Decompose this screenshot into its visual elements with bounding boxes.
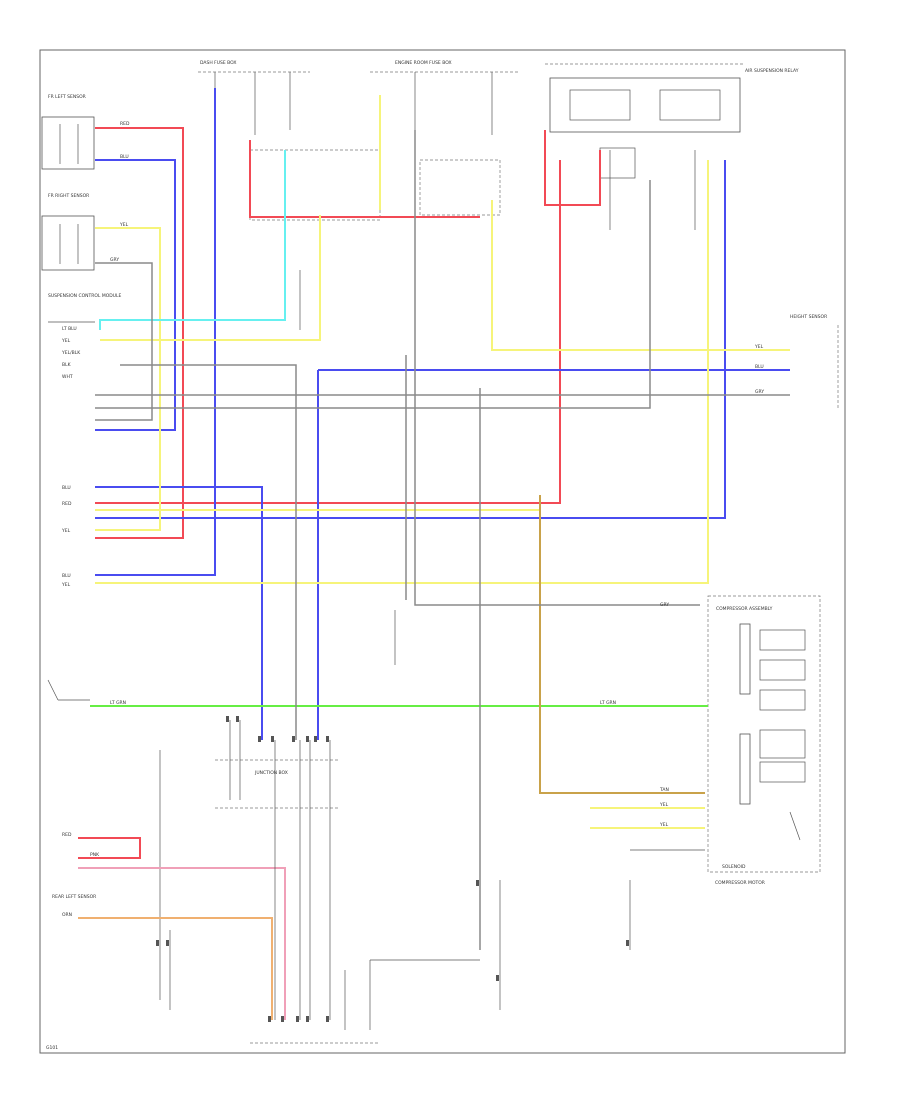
- front-right-sensor-label: FR RIGHT SENSOR: [48, 193, 89, 199]
- diagram-frame: [39, 49, 846, 1054]
- tag-red-3: RED: [62, 832, 72, 838]
- wire-yellow-1: [95, 227, 161, 531]
- wire-blue-2: [95, 486, 263, 740]
- tag-blue-1: BLU: [120, 154, 129, 160]
- rear-left-sensor-group: REAR LEFT SENSOR: [52, 750, 171, 1010]
- wire-gray-7: [414, 130, 700, 606]
- wire-yellow-4: [95, 160, 709, 584]
- tag-yellow-2: YEL: [61, 338, 71, 344]
- wire-gray-4: [120, 364, 297, 740]
- air-suspension-relay-box: [549, 77, 741, 133]
- tag-ltgreen-2: LT GRN: [600, 700, 616, 706]
- upper-center-modules: [249, 147, 636, 221]
- tag-yellow-5: YEL: [659, 802, 669, 808]
- front-left-sensor-box: [41, 116, 95, 170]
- dash-fuse-box-group: DASH FUSE BOX: [198, 60, 310, 135]
- tag-blue-3: BLU: [62, 573, 71, 579]
- tag-yellow-3: YEL: [61, 528, 71, 534]
- tag-ltblue-1: LT BLU: [62, 326, 77, 332]
- tag-tan-1: TAN: [659, 787, 669, 793]
- dash-fuse-box-label: DASH FUSE BOX: [200, 60, 237, 66]
- wire-blue-3: [95, 160, 726, 519]
- engine-room-box-group: ENGINE ROOM FUSE BOX: [370, 60, 520, 135]
- wire-yellow-3: [100, 215, 321, 341]
- tag-blue-2: BLU: [62, 485, 71, 491]
- wire-blue-1: [95, 159, 176, 431]
- suspension-module-label: SUSPENSION CONTROL MODULE: [48, 293, 122, 299]
- air-suspension-relay-label: AIR SUSPENSION RELAY: [745, 68, 799, 74]
- tag-black-1: BLK: [62, 362, 72, 368]
- tag-yellow-6: YEL: [659, 822, 669, 828]
- wire-cyan-1: [99, 150, 286, 330]
- junction-box-group: JUNCTION BOX: [215, 759, 380, 1044]
- junction-box-label: JUNCTION BOX: [254, 770, 288, 776]
- engine-room-box-label: ENGINE ROOM FUSE BOX: [395, 60, 452, 66]
- height-sensor-group: HEIGHT SENSOR: [790, 314, 839, 408]
- wire-blue-6: [95, 88, 216, 576]
- front-left-sensor-label: FR LEFT SENSOR: [48, 94, 86, 100]
- compressor-assembly-box: [707, 595, 821, 873]
- compressor-motor-label: COMPRESSOR MOTOR: [715, 880, 765, 886]
- wire-red-5: [78, 837, 141, 859]
- tag-gray-1: GRY: [110, 257, 119, 263]
- tag-blue-4: BLU: [755, 364, 764, 370]
- tag-red-1: RED: [120, 121, 130, 127]
- suspension-module-header: SUSPENSION CONTROL MODULE: [48, 293, 122, 323]
- front-left-sensor-group: FR LEFT SENSOR: [41, 94, 95, 170]
- black-wiring: [47, 150, 705, 1030]
- tag-gray-3: GRY: [755, 389, 764, 395]
- connector-pins: [156, 716, 629, 1022]
- ground-label: G101: [46, 1045, 58, 1051]
- rear-left-sensor-label: REAR LEFT SENSOR: [52, 894, 96, 900]
- air-suspension-relay-group: AIR SUSPENSION RELAY: [545, 63, 799, 133]
- tag-white-1: WHT: [62, 374, 73, 380]
- front-right-sensor-box: [41, 215, 95, 271]
- wire-yellow-5: [491, 200, 790, 351]
- colored-wires: [78, 88, 790, 1020]
- solenoid-label: SOLENOID: [722, 864, 746, 870]
- wire-red-3: [95, 160, 561, 504]
- wire-red-1: [95, 127, 184, 539]
- tag-yellow-7: YEL: [754, 344, 764, 350]
- wire-gray-3: [95, 262, 153, 421]
- compressor-assembly-group: COMPRESSOR ASSEMBLY SOLENOID COMPRESSOR …: [707, 595, 821, 886]
- wire-orange-1: [78, 917, 273, 1020]
- wire-tan-1: [539, 495, 705, 794]
- wire-gray-2: [95, 180, 651, 409]
- compressor-assembly-label: COMPRESSOR ASSEMBLY: [716, 606, 773, 612]
- height-sensor-label: HEIGHT SENSOR: [790, 314, 827, 320]
- front-right-sensor-group: FR RIGHT SENSOR: [41, 193, 95, 271]
- tag-pink-1: PNK: [90, 852, 100, 858]
- tag-red-2: RED: [62, 501, 72, 507]
- tag-ltgreen-1: LT GRN: [110, 700, 126, 706]
- tag-yellow-1: YEL: [119, 222, 129, 228]
- tag-yelblk-1: YEL/BLK: [61, 350, 81, 356]
- tag-orange-1: ORN: [62, 912, 72, 918]
- wire-pink-1: [78, 867, 286, 1020]
- wire-tags: RED BLU YEL GRY LT BLU YEL YEL/BLK BLK W…: [61, 121, 764, 918]
- tag-yellow-4: YEL: [61, 582, 71, 588]
- wire-red-2: [249, 140, 480, 218]
- wire-red-4: [544, 130, 601, 206]
- tag-gray-2: GRY: [660, 602, 669, 608]
